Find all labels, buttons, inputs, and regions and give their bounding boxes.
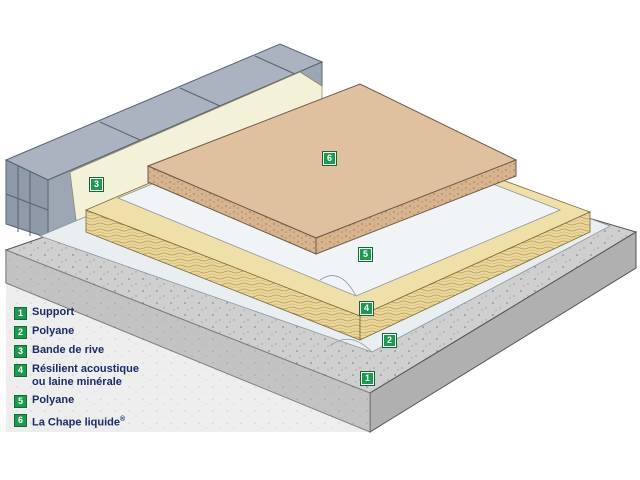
callout-5: 5 [358, 247, 373, 262]
callout-6: 6 [322, 151, 337, 166]
legend-item-5: 5 Polyane [14, 394, 214, 408]
legend-badge: 3 [14, 345, 27, 358]
legend-label: Résilient acoustique ou laine minérale [32, 363, 139, 388]
legend-item-3: 3 Bande de rive [14, 344, 214, 358]
legend-label: Polyane [32, 394, 75, 406]
callout-4: 4 [359, 301, 374, 316]
legend-label: Polyane [32, 325, 75, 337]
legend-badge: 4 [14, 364, 27, 377]
legend-badge: 2 [14, 326, 27, 339]
callout-1: 1 [360, 371, 375, 386]
legend-badge: 1 [14, 307, 27, 320]
legend-item-1: 1 Support [14, 306, 214, 320]
legend-label: Bande de rive [32, 344, 105, 356]
callout-2: 2 [382, 333, 397, 348]
legend-item-6: 6 La Chape liquide® [14, 413, 214, 430]
callout-3: 3 [89, 177, 104, 192]
legend-label: Support [32, 306, 75, 318]
legend-item-4: 4 Résilient acoustique ou laine minérale [14, 363, 214, 389]
legend-label-text: La Chape liquide [32, 416, 121, 429]
registered-mark: ® [120, 416, 126, 423]
legend-badge: 6 [14, 414, 27, 427]
legend-badge: 5 [14, 395, 27, 408]
legend-item-2: 2 Polyane [14, 325, 214, 339]
legend-label: La Chape liquide® [32, 413, 125, 430]
legend: 1 Support 2 Polyane 3 Bande de rive 4 Ré… [14, 306, 214, 435]
